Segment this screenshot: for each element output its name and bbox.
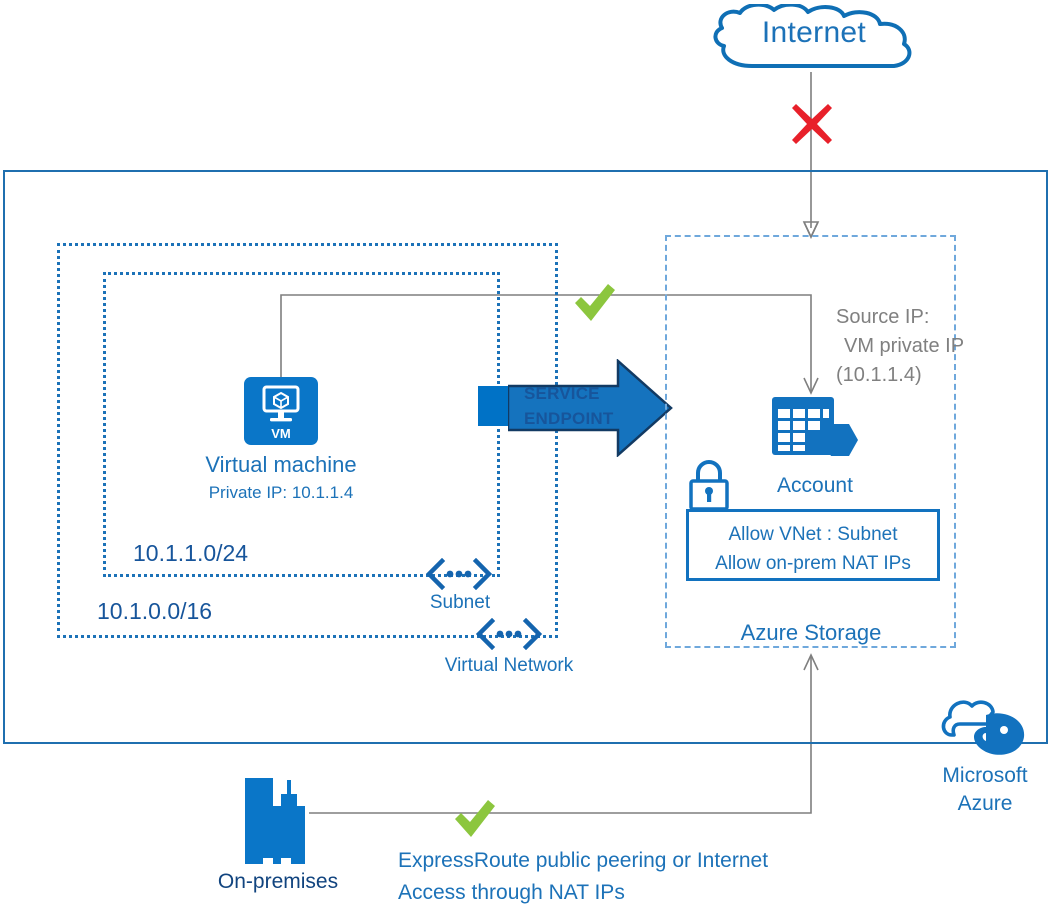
expressroute-line2: Access through NAT IPs (398, 881, 625, 904)
lock-icon (689, 460, 729, 511)
vm-to-account-line (280, 294, 812, 392)
virtual-machine-label: Virtual machine (205, 452, 357, 477)
microsoft-azure-line2: Azure (957, 792, 1013, 815)
on-premises-label: On-premises (217, 870, 339, 893)
subnet-connector-icon (426, 558, 492, 590)
internet-label: Internet (761, 16, 867, 49)
expressroute-line1: ExpressRoute public peering or Internet (398, 849, 769, 872)
policy-rules: Allow VNet : Subnet Allow on-prem NAT IP… (689, 520, 937, 578)
policy-rule-onprem-nat: Allow on-prem NAT IPs (715, 553, 911, 574)
azure-cloud-boundary (3, 170, 1048, 744)
virtual-network-label: Virtual Network (444, 655, 574, 676)
source-ip-note: Source IP: VM private IP (10.1.1.4) (836, 303, 1046, 390)
onprem-to-storage-arrowhead (803, 653, 819, 671)
service-endpoint-label: SERVICE ENDPOINT (524, 381, 644, 431)
cloud-icon (713, 4, 912, 68)
source-ip-line3: (10.1.1.4) (836, 364, 922, 386)
service-endpoint-line2: ENDPOINT (524, 409, 614, 428)
svg-text:VM: VM (271, 426, 291, 441)
storage-account-label: Account (777, 474, 853, 497)
subnet-cidr-label: 10.1.1.0/24 (133, 540, 249, 566)
office-building-icon[interactable] (243, 772, 309, 868)
green-check-icon (575, 284, 615, 321)
storage-account-icon[interactable] (770, 395, 860, 469)
azure-storage-box (665, 235, 956, 648)
storage-firewall-policy-box[interactable]: Allow VNet : Subnet Allow on-prem NAT IP… (686, 509, 940, 581)
source-ip-line1: Source IP: (836, 306, 930, 328)
microsoft-azure-label: Microsoft Azure (900, 762, 1058, 818)
internet-arrowhead (803, 221, 819, 239)
vnet-cidr-label: 10.1.0.0/16 (97, 598, 213, 624)
source-ip-line2: VM private IP (844, 335, 965, 357)
green-check-icon (455, 800, 495, 837)
subnet-label: Subnet (429, 592, 491, 613)
service-endpoint-line1: SERVICE (524, 384, 600, 403)
vnet-connector-icon (476, 618, 542, 650)
red-x-icon (792, 104, 832, 144)
expressroute-note: ExpressRoute public peering or Internet … (398, 845, 858, 909)
service-endpoint-arrow-icon[interactable] (508, 359, 673, 457)
azure-storage-label: Azure Storage (740, 620, 882, 645)
virtual-network-box (57, 243, 558, 638)
virtual-machine-private-ip: Private IP: 10.1.1.4 (208, 483, 354, 502)
vm-to-account-arrowhead (803, 377, 819, 395)
microsoft-azure-line1: Microsoft (942, 764, 1028, 787)
virtual-machine-icon[interactable]: VM (244, 377, 318, 445)
onprem-to-storage-line (309, 656, 812, 814)
azure-cloud-logo-icon (941, 700, 1025, 755)
policy-rule-vnet-subnet: Allow VNet : Subnet (728, 524, 898, 545)
